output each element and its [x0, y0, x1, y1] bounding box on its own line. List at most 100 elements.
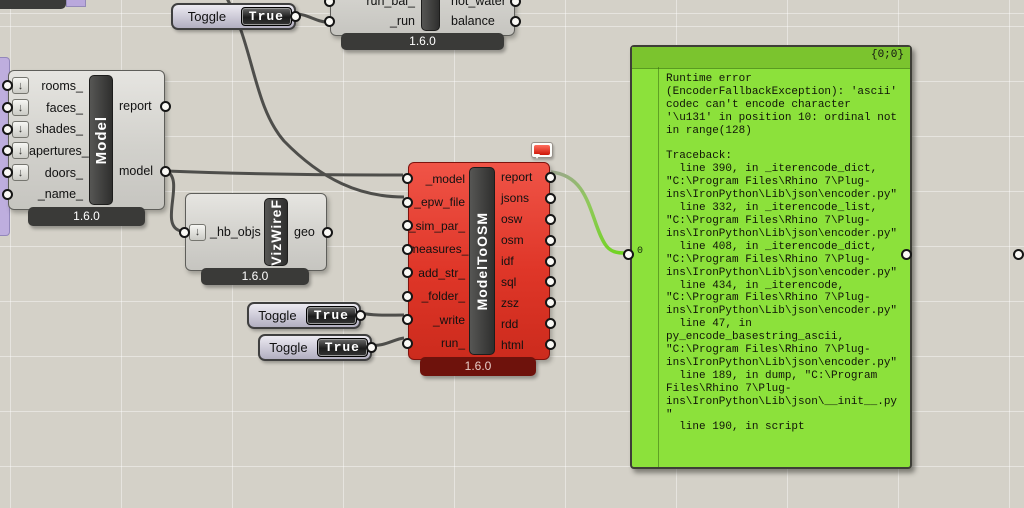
component-title: VizWireF — [268, 198, 284, 266]
output-grip[interactable] — [160, 100, 171, 112]
input-grip[interactable] — [402, 196, 413, 208]
internalize-arrow-icon[interactable]: ↓ — [12, 164, 29, 182]
wire-model-to-osm — [165, 169, 404, 177]
toggle-value[interactable]: True — [240, 7, 292, 26]
group-region-fragment-top — [66, 0, 86, 7]
port-label: add_str_ — [418, 265, 465, 280]
port-label: html — [501, 337, 524, 352]
input-grip[interactable] — [2, 80, 13, 92]
port-label: rdd — [501, 316, 519, 331]
boolean-toggle-top[interactable]: Toggle True — [171, 3, 301, 30]
input-grip[interactable] — [402, 314, 413, 326]
port-label: measures_ — [409, 242, 469, 257]
input-grip[interactable] — [402, 337, 413, 349]
input-grip[interactable] — [402, 267, 413, 279]
port-write: _write — [402, 308, 469, 332]
output-grip[interactable] — [545, 297, 556, 309]
input-grip[interactable] — [324, 15, 335, 27]
input-grip[interactable] — [2, 188, 13, 200]
port-geo: geo — [290, 221, 333, 243]
port-label: doors_ — [44, 165, 83, 180]
offscreen-input-grip[interactable] — [1013, 249, 1024, 260]
output-grip[interactable] — [545, 255, 556, 267]
port-sim-par: _sim_par_ — [402, 214, 469, 238]
port-label: sql — [501, 274, 517, 289]
component-name-bar[interactable]: ModelToOSM — [469, 167, 495, 355]
output-grip[interactable] — [545, 276, 556, 288]
input-grip[interactable] — [2, 167, 13, 179]
output-grip[interactable] — [545, 171, 556, 183]
port-balance: balance — [443, 11, 521, 31]
output-grip[interactable] — [545, 318, 556, 330]
component-vizwiref[interactable]: ↓ _hb_objs VizWireF geo — [179, 193, 333, 271]
component-model[interactable]: ↓ rooms_ ↓ faces_ ↓ shades_ ↓ apertures_… — [2, 70, 171, 210]
output-grip[interactable] — [160, 165, 171, 177]
port-epw-file: _epw_file — [402, 191, 469, 215]
input-grip[interactable] — [402, 243, 413, 255]
port-name: _name_ — [2, 183, 87, 205]
port-label: report — [501, 170, 533, 185]
version-ribbon: 1.6.0 — [28, 207, 145, 226]
port-zsz: zsz — [493, 292, 556, 313]
port-label: faces_ — [46, 100, 83, 115]
internalize-arrow-icon[interactable]: ↓ — [12, 142, 29, 160]
toggle-label: Toggle — [269, 340, 308, 355]
input-grip[interactable] — [2, 102, 13, 113]
panel-output-grip[interactable] — [901, 249, 912, 260]
component-name-bar[interactable] — [421, 0, 440, 31]
output-grip[interactable] — [545, 192, 556, 204]
error-panel[interactable]: {0;0} 0 Runtime error (EncoderFallbackEx… — [630, 45, 912, 469]
input-grip[interactable] — [402, 220, 413, 232]
boolean-toggle-write[interactable]: Toggle True — [247, 302, 366, 329]
toggle-value[interactable]: True — [305, 306, 357, 325]
output-grip[interactable] — [366, 342, 377, 353]
component-modeltoosm[interactable]: _model _epw_file _sim_par_ measures_ add… — [402, 162, 556, 360]
port-rdd: rdd — [493, 313, 556, 334]
panel-error-text[interactable]: Runtime error (EncoderFallbackException)… — [666, 73, 898, 434]
panel-input-grip[interactable] — [623, 249, 634, 260]
port-run-bal: run_bal_ — [324, 0, 419, 11]
output-grip[interactable] — [545, 234, 556, 246]
port-label: osm — [501, 233, 524, 248]
component-water-balance[interactable]: run_bal_ _run hot_water balance — [324, 0, 521, 36]
port-label: apertures_ — [29, 143, 89, 158]
internalize-arrow-icon[interactable]: ↓ — [12, 77, 29, 95]
toggle-value[interactable]: True — [316, 338, 368, 357]
error-balloon-icon[interactable] — [531, 142, 553, 159]
port-label: _name_ — [37, 187, 83, 202]
output-grip[interactable] — [510, 0, 521, 7]
port-label: osw — [501, 212, 523, 227]
component-name-bar[interactable]: VizWireF — [264, 198, 288, 266]
boolean-toggle-run[interactable]: Toggle True — [258, 334, 377, 361]
output-grip[interactable] — [545, 213, 556, 225]
output-grip[interactable] — [290, 11, 301, 22]
output-grip[interactable] — [510, 15, 521, 27]
internalize-arrow-icon[interactable]: ↓ — [189, 223, 206, 241]
wire-report-to-panel — [550, 170, 625, 255]
internalize-arrow-icon[interactable]: ↓ — [12, 120, 29, 138]
component-name-bar[interactable]: Model — [89, 75, 113, 205]
port-label: report — [119, 99, 152, 113]
input-grip[interactable] — [402, 290, 413, 302]
input-grip[interactable] — [402, 173, 413, 185]
error-balloon-fill — [534, 145, 550, 155]
output-grip[interactable] — [355, 310, 366, 321]
port-rooms: ↓ rooms_ — [2, 75, 87, 97]
input-grip[interactable] — [2, 145, 13, 157]
port-label: _hb_objs — [210, 225, 261, 239]
port-label: _folder_ — [421, 289, 465, 304]
panel-path-header[interactable]: {0;0} — [632, 47, 910, 69]
port-run: _run — [324, 11, 419, 31]
port-osm-out: osm — [493, 230, 556, 251]
input-grip[interactable] — [2, 123, 13, 135]
version-ribbon: 1.6.0 — [420, 357, 536, 376]
input-grip[interactable] — [324, 0, 335, 7]
output-grip[interactable] — [545, 339, 556, 351]
input-grip[interactable] — [179, 226, 190, 238]
internalize-arrow-icon[interactable]: ↓ — [12, 99, 29, 116]
port-jsons: jsons — [493, 188, 556, 209]
output-grip[interactable] — [322, 226, 333, 238]
port-label: _run — [389, 14, 415, 28]
port-label: geo — [294, 225, 315, 239]
